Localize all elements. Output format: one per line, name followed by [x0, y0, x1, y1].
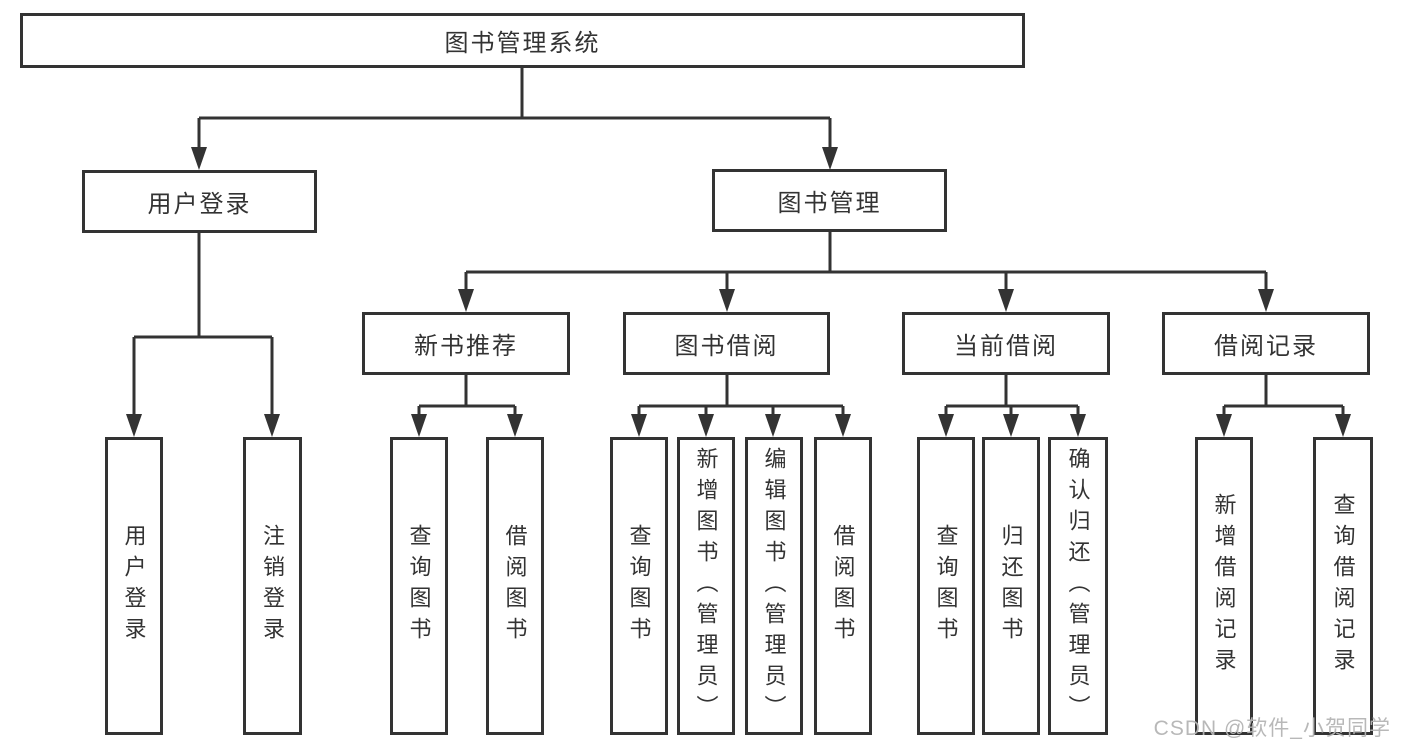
node-label: 借阅图书 — [830, 524, 856, 648]
node-label: 新书推荐 — [414, 333, 518, 360]
node-label: 注销登录 — [260, 524, 286, 648]
node-label: 当前借阅 — [954, 333, 1058, 360]
leaf-bb-borrow-books: 借阅图书 — [814, 437, 872, 735]
node-label: 确认归还（管理员） — [1065, 446, 1091, 726]
node-new-book-rec: 新书推荐 — [362, 312, 570, 375]
leaf-bb-add-book-admin: 新增图书（管理员） — [677, 437, 735, 735]
leaf-br-query-record: 查询借阅记录 — [1313, 437, 1373, 735]
leaf-bb-edit-book-admin: 编辑图书（管理员） — [745, 437, 803, 735]
leaf-bb-query-books: 查询图书 — [610, 437, 668, 735]
leaf-cb-query-books: 查询图书 — [917, 437, 975, 735]
node-label: 查询借阅记录 — [1330, 493, 1356, 679]
node-root: 图书管理系统 — [20, 13, 1025, 68]
leaf-user-login: 用户登录 — [105, 437, 163, 735]
leaf-nb-query-books: 查询图书 — [390, 437, 448, 735]
leaf-cb-return-books: 归还图书 — [982, 437, 1040, 735]
node-current-borrow: 当前借阅 — [902, 312, 1110, 375]
node-user-login: 用户登录 — [82, 170, 317, 233]
node-label: 查询图书 — [933, 524, 959, 648]
leaf-logout: 注销登录 — [243, 437, 302, 735]
node-label: 借阅图书 — [502, 524, 528, 648]
node-label: 编辑图书（管理员） — [761, 446, 787, 726]
leaf-br-add-record: 新增借阅记录 — [1195, 437, 1253, 735]
node-book-mgmt: 图书管理 — [712, 169, 947, 232]
leaf-nb-borrow-books: 借阅图书 — [486, 437, 544, 735]
watermark: CSDN @软件_小贺同学 — [1153, 717, 1391, 740]
node-label: 图书管理 — [777, 190, 882, 217]
node-label: 查询图书 — [626, 524, 652, 648]
node-label: 新增图书（管理员） — [693, 446, 719, 726]
leaf-cb-confirm-return-admin: 确认归还（管理员） — [1048, 437, 1108, 735]
node-label: 归还图书 — [998, 524, 1024, 648]
node-label: 查询图书 — [406, 524, 432, 648]
node-label: 图书管理系统 — [444, 30, 601, 57]
node-label: 用户登录 — [147, 191, 252, 218]
node-label: 借阅记录 — [1214, 333, 1318, 360]
node-label: 新增借阅记录 — [1211, 493, 1237, 679]
node-borrow-records: 借阅记录 — [1162, 312, 1370, 375]
node-label: 图书借阅 — [674, 333, 779, 360]
node-book-borrow: 图书借阅 — [623, 312, 830, 375]
node-label: 用户登录 — [121, 524, 147, 648]
